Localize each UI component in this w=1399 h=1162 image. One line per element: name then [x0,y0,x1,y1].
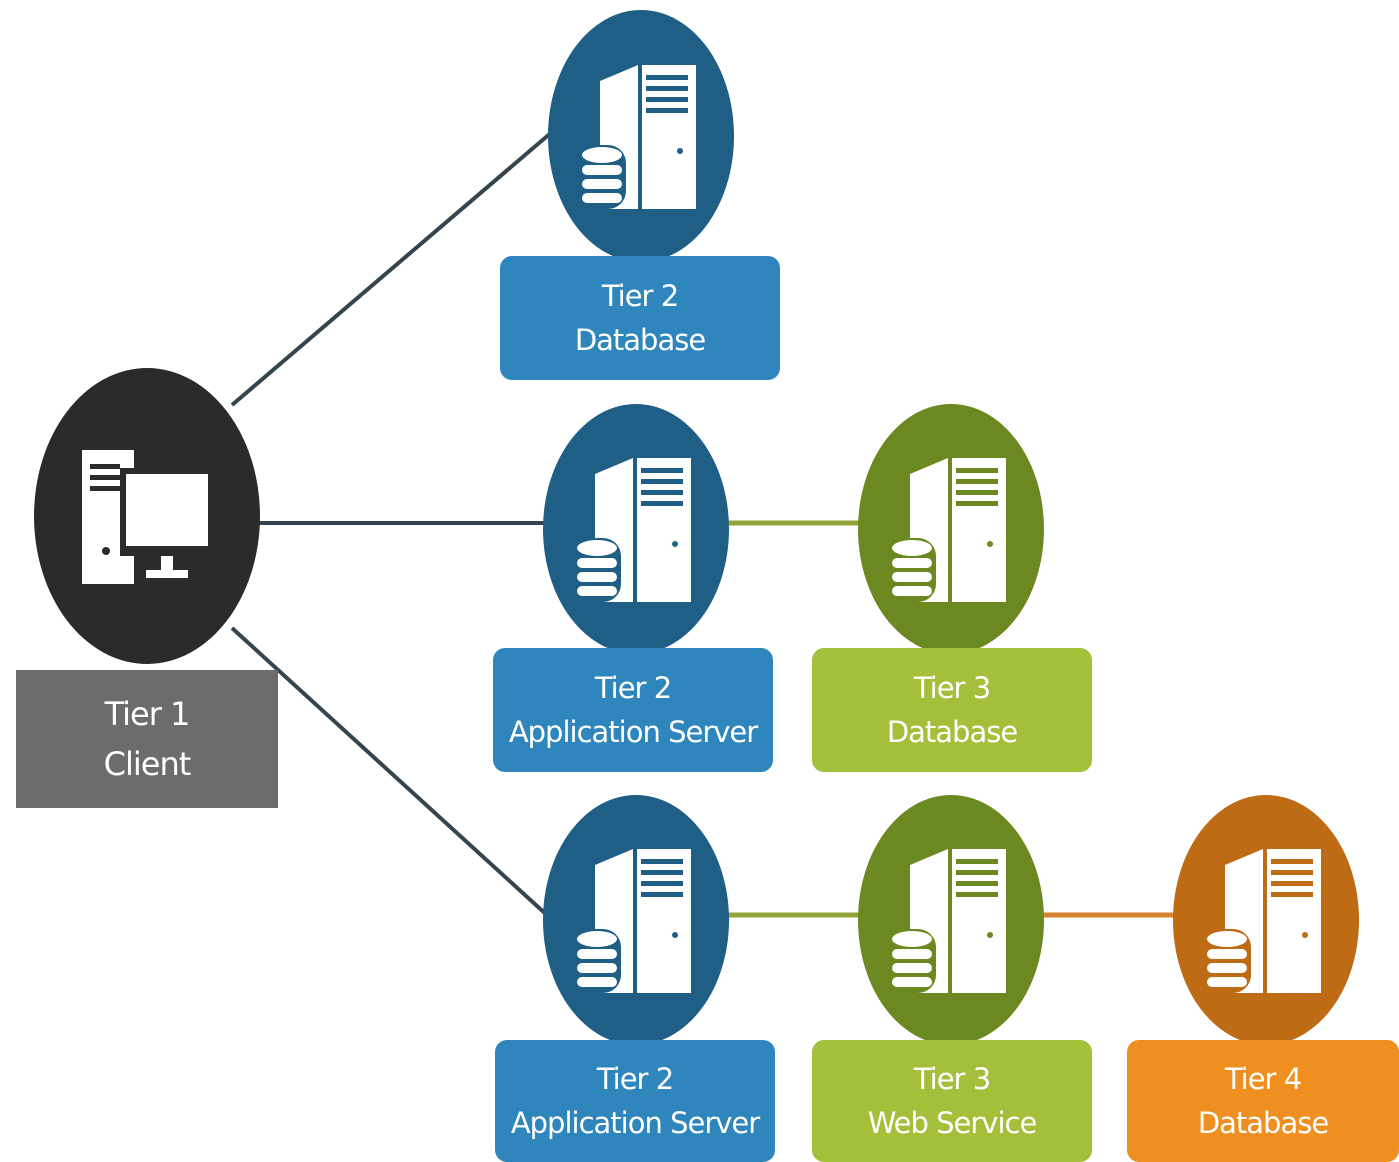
tier2-database-role-text: Database [574,323,706,357]
tier2-database-label: Tier 2 Database [500,256,780,380]
tier2-database-tier-text: Tier 2 [601,279,679,313]
tier2-app-server-1-circle [543,404,729,654]
tier3-web-service-label: Tier 3 Web Service [812,1040,1092,1162]
tier4-database-tier-text: Tier 4 [1224,1062,1302,1096]
edge-client-tier2-app-server-2 [230,626,550,918]
tier2-app-server-1-label: Tier 2 Application Server [493,648,773,772]
tier3-database-circle [858,404,1044,654]
tier3-web-service-tier-text: Tier 3 [913,1062,991,1096]
client-tier-text: Tier 1 [104,695,191,733]
tier2-app-server-1-tier-text: Tier 2 [594,671,672,705]
tier4-database-circle [1173,795,1359,1045]
tier3-database-role-text: Database [886,715,1018,749]
server-database-icon [888,849,1006,993]
desktop-computer-icon [82,450,214,584]
server-database-icon [573,458,691,602]
tier2-app-server-2-circle [543,795,729,1045]
tier3-database-tier-text: Tier 3 [913,671,991,705]
tier2-app-server-2-tier-text: Tier 2 [596,1062,674,1096]
server-database-icon [1203,849,1321,993]
server-database-icon [888,458,1006,602]
tier2-app-server-2-role-text: Application Server [510,1106,760,1140]
tier4-database-role-text: Database [1197,1106,1329,1140]
edge-client-tier2-database [230,130,554,407]
tier2-database-circle [548,10,734,262]
client-label: Tier 1 Client [16,670,278,808]
server-database-icon [573,849,691,993]
tier3-web-service-role-text: Web Service [867,1106,1038,1140]
server-database-icon [578,65,696,209]
tier3-web-service-circle [858,795,1044,1045]
tier2-app-server-2-label: Tier 2 Application Server [495,1040,775,1162]
client-circle [34,368,260,664]
tier4-database-label: Tier 4 Database [1127,1040,1399,1162]
client-role-text: Client [103,745,192,783]
tier3-database-label: Tier 3 Database [812,648,1092,772]
tier2-app-server-1-role-text: Application Server [508,715,758,749]
